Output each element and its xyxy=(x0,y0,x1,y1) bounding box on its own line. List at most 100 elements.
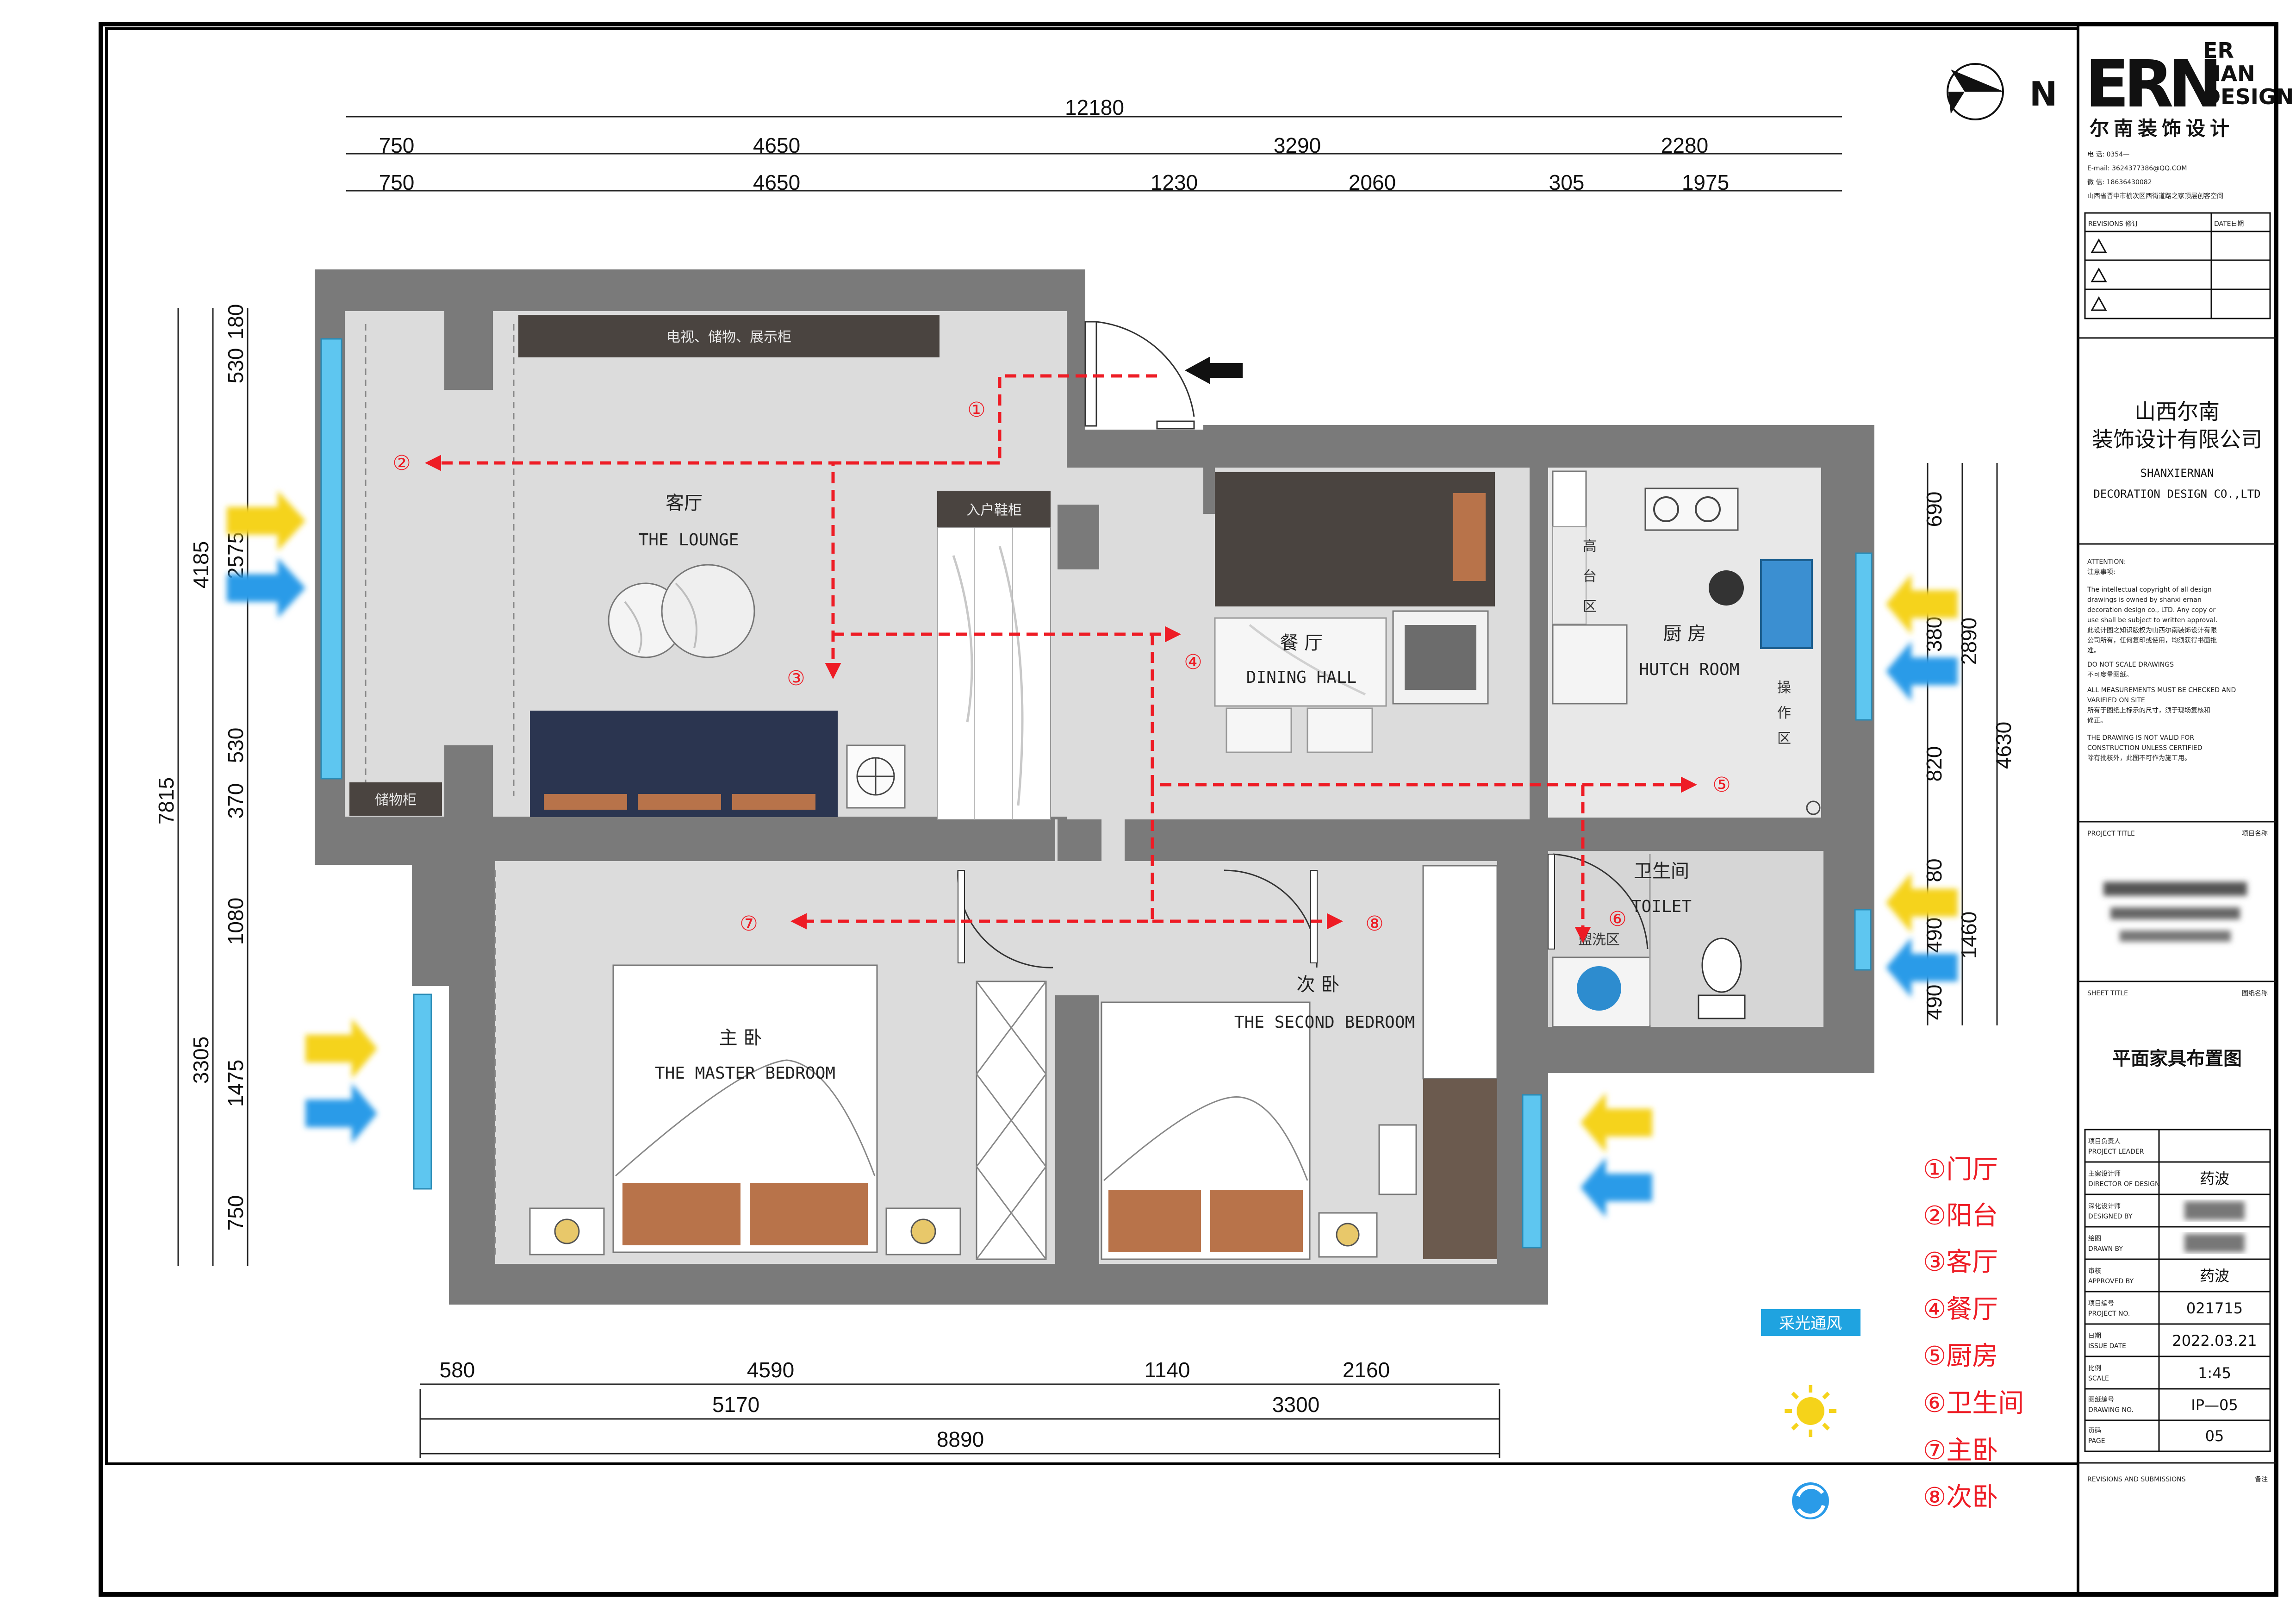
attention-line: The intellectual copyright of all design xyxy=(2087,586,2212,593)
row-label-en: DRAWN BY xyxy=(2088,1245,2123,1253)
contact-wechat: 微 信: 18636430082 xyxy=(2087,179,2152,186)
dim-top-r1-1: 750 xyxy=(379,133,415,157)
second-name-en: THE SECOND BEDROOM xyxy=(1234,1013,1415,1032)
dining-name-en: DINING HALL xyxy=(1246,668,1356,687)
flow-marker-2: ② xyxy=(392,451,411,475)
arrow-master-yellow xyxy=(305,1018,377,1079)
arrow-lounge-blue xyxy=(227,558,305,618)
redacted-project-name xyxy=(2103,882,2247,942)
high-counter-2: 台 xyxy=(1583,568,1597,585)
logo-word-1: ER xyxy=(2203,38,2234,63)
window-master xyxy=(413,993,432,1190)
dining-furniture xyxy=(1214,472,1495,753)
north-compass: N xyxy=(1947,63,2057,120)
windows xyxy=(320,338,1873,1249)
row-value: 05 xyxy=(2205,1427,2224,1445)
logo-word-2: NAN xyxy=(2203,61,2255,86)
dim-top-r2-3: 1230 xyxy=(1151,170,1198,194)
dim-top-r2-6: 1975 xyxy=(1682,170,1729,194)
dim-right-fine-2: 380 xyxy=(1922,617,1946,652)
flow-marker-1: ① xyxy=(967,398,985,422)
floor-plan: 电视、储物、展示柜 xyxy=(315,269,1874,1305)
company-logo: ERN ER NAN DESIGN 尔南装饰设计 xyxy=(2085,38,2294,140)
arrow-kitchen-yellow xyxy=(1886,574,1958,634)
side-table-lamp xyxy=(846,744,906,809)
attention-notes: ATTENTION: 注意事项: The intellectual copyri… xyxy=(2087,558,2236,762)
attention-line: decoration design co., LTD. Any copy or xyxy=(2087,606,2215,614)
operation-area-3: 区 xyxy=(1777,731,1791,747)
row-label-cn: 审核 xyxy=(2088,1268,2101,1275)
row-label-en: SCALE xyxy=(2088,1375,2109,1382)
dining-name-cn: 餐 厅 xyxy=(1280,632,1323,654)
ventilation-arrows xyxy=(227,491,1958,1218)
row-label-cn: 页码 xyxy=(2088,1427,2101,1435)
shoe-cabinet: 入户鞋柜 xyxy=(937,491,1051,820)
arrow-master-blue xyxy=(305,1083,377,1143)
second-wardrobe xyxy=(1422,865,1498,1080)
dim-right-fine-1: 690 xyxy=(1922,492,1946,527)
row-label-en: PAGE xyxy=(2088,1437,2105,1445)
north-label: N xyxy=(2029,75,2057,113)
arrow-lounge-yellow xyxy=(227,491,305,551)
legend-item-6: ⑥卫生间 xyxy=(1923,1388,2024,1418)
kitchen-furniture: 高 台 区 操 作 区 xyxy=(1552,470,1821,815)
dim-bottom-r1-3: 1140 xyxy=(1145,1358,1190,1382)
toilet-name-en: TOILET xyxy=(1631,897,1692,916)
dim-left-fine-3: 2575 xyxy=(224,532,248,579)
row-label-cn: 绘图 xyxy=(2088,1235,2101,1243)
flow-marker-7: ⑦ xyxy=(740,912,758,936)
basin xyxy=(1577,966,1621,1011)
high-counter-1: 高 xyxy=(1583,538,1597,555)
attention-line: 注意事项: xyxy=(2087,568,2116,576)
dim-left-fine-2: 180 xyxy=(224,304,248,340)
row-value: 2022.03.21 xyxy=(2172,1332,2257,1349)
sun-icon xyxy=(1785,1385,1836,1437)
dim-left-mid-1: 4185 xyxy=(189,541,213,588)
toilet-name-cn: 卫生间 xyxy=(1634,861,1689,882)
logo-word-3: DESIGN xyxy=(2203,84,2294,109)
dim-top-r2-4: 2060 xyxy=(1349,170,1396,194)
company-en-2: DECORATION DESIGN CO.,LTD xyxy=(2093,487,2260,500)
dim-top-total: 12180 xyxy=(1065,95,1124,119)
logo-mark: ERN xyxy=(2085,47,2217,122)
master-wardrobe xyxy=(976,981,1047,1260)
info-rows: 项目负责人 PROJECT LEADER 主案设计师 DIRECTOR OF D… xyxy=(2084,1129,2271,1452)
high-counter-3: 区 xyxy=(1583,599,1597,615)
shoe-cabinet-label: 入户鞋柜 xyxy=(966,502,1022,518)
cook-figure xyxy=(1709,570,1744,606)
dim-right-mid-1: 2890 xyxy=(1957,618,1981,665)
legend-item-8: ⑧次卧 xyxy=(1923,1482,1998,1512)
arrow-second-yellow xyxy=(1580,1093,1652,1153)
stove xyxy=(1644,487,1739,531)
lighting-badge xyxy=(1761,1309,1860,1336)
legend-item-3: ③客厅 xyxy=(1923,1247,1998,1277)
toilet-bowl xyxy=(1701,937,1742,993)
attention-line: drawings is owned by shanxi ernan xyxy=(2087,596,2202,604)
attention-line: 此设计图之知识版权为山西尔南装饰设计有限 xyxy=(2087,626,2217,634)
contact-email: E-mail: 3624377386@QQ.COM xyxy=(2087,165,2187,172)
row-label-cn: 项目负责人 xyxy=(2088,1138,2121,1145)
recycle-icon xyxy=(1792,1482,1829,1519)
master-name-en: THE MASTER BEDROOM xyxy=(655,1064,835,1083)
master-furniture xyxy=(494,870,1047,1260)
row-label-cn: 比例 xyxy=(2088,1365,2101,1372)
second-name-cn: 次 卧 xyxy=(1297,974,1340,995)
dim-bottom-r2-1: 5170 xyxy=(712,1393,759,1417)
sheet-title-value: 平面家具布置图 xyxy=(2112,1048,2242,1069)
company-cn-1: 山西尔南 xyxy=(2134,399,2220,424)
row-label-en: PROJECT LEADER xyxy=(2088,1148,2144,1156)
dim-left-fine-1: 530 xyxy=(224,348,248,384)
flow-marker-6: ⑥ xyxy=(1608,907,1626,931)
row-label-cn: 图纸编号 xyxy=(2088,1396,2114,1404)
footer-en: REVISIONS AND SUBMISSIONS xyxy=(2087,1476,2186,1483)
row-value: 1:45 xyxy=(2198,1364,2231,1382)
dim-bottom-total: 8890 xyxy=(937,1427,984,1451)
dim-right-fine-5: 490 xyxy=(1922,918,1946,953)
dim-right-fine-3: 820 xyxy=(1922,746,1946,782)
master-name-cn: 主 卧 xyxy=(719,1027,762,1049)
entrance-arrow xyxy=(1185,356,1210,384)
company-en-1: SHANXIERNAN xyxy=(2140,467,2214,480)
dim-top-r1-3: 3290 xyxy=(1274,133,1321,157)
attention-line: VARIFIED ON SITE xyxy=(2087,697,2145,704)
